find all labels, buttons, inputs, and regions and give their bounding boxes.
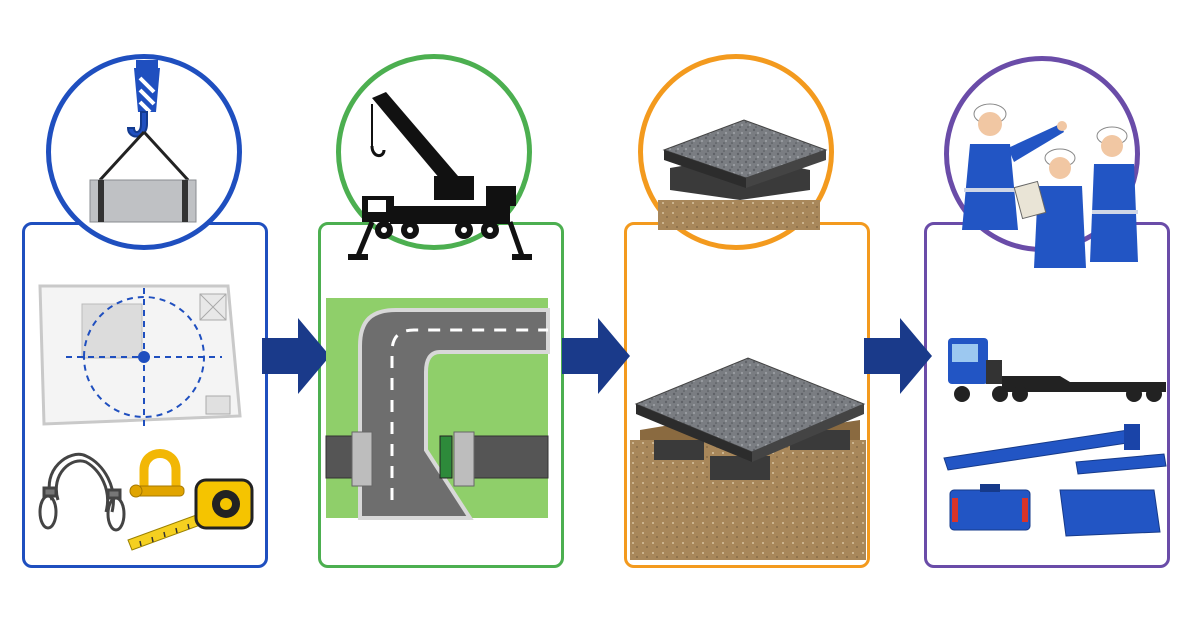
site-gate-icon [325, 431, 549, 487]
circle-lift-planning [46, 54, 242, 250]
crane-boom-sections-icon [943, 424, 1167, 475]
site-workers-icon [962, 103, 1138, 268]
arrow-3-icon [864, 318, 932, 394]
wire-rope-sling-icon [38, 452, 126, 532]
crane-hook-icon [89, 60, 197, 223]
tape-measure-icon [127, 478, 254, 551]
ground-bearing-icon [630, 357, 866, 560]
arrow-1-icon [262, 318, 330, 394]
outrigger-mat-icon [658, 119, 828, 230]
arrow-2-icon [562, 318, 630, 394]
low-loader-truck-icon [948, 338, 1166, 402]
mobile-crane-icon [348, 92, 532, 260]
site-plan-icon [38, 284, 242, 428]
counterweight-icon [949, 484, 1161, 537]
shackle-icon [129, 449, 185, 498]
